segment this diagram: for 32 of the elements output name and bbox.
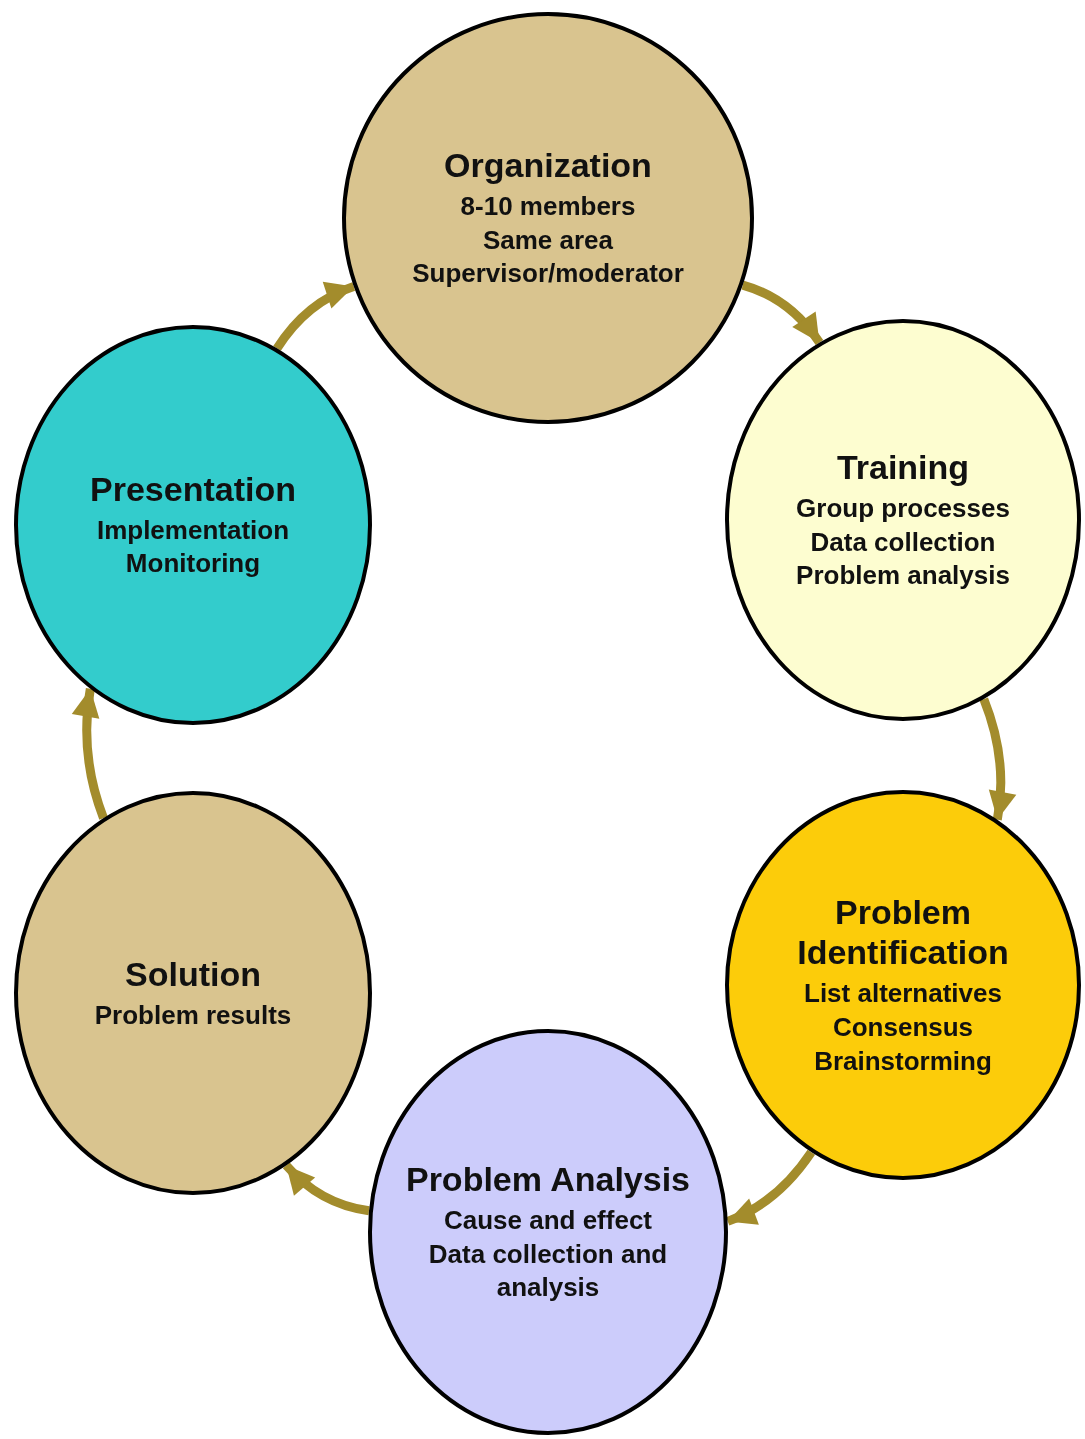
stage-detail: Monitoring: [125, 547, 261, 581]
stage-title: Solution: [125, 953, 261, 995]
stage-circle: [14, 791, 372, 1195]
stage-detail: Data collection and analysis: [427, 1237, 669, 1305]
stage-detail: Problem analysis: [796, 559, 1010, 593]
arrow: [72, 688, 108, 820]
stage-title: Problem Identification: [796, 891, 1010, 974]
stage-circle: [368, 1029, 728, 1435]
stage-circle: [14, 325, 372, 725]
arrow: [273, 282, 356, 351]
stage-detail: Brainstorming: [814, 1044, 992, 1078]
arrow: [979, 697, 1016, 821]
stage-detail: Implementation: [96, 513, 290, 547]
stage-title: Problem Analysis: [405, 1158, 691, 1200]
stage-detail: Problem results: [94, 998, 292, 1032]
stage-detail: Group processes: [796, 491, 1010, 525]
stage-title: Presentation: [90, 468, 296, 510]
stage-detail: Supervisor/moderator: [412, 257, 684, 291]
stage-detail: Same area: [482, 223, 614, 257]
stage-title: Training: [836, 446, 970, 488]
arrow: [282, 1162, 370, 1216]
stage-circle: [725, 319, 1081, 721]
stage-detail: Data collection: [810, 525, 996, 559]
stage-circle: [725, 790, 1081, 1180]
stage-title: Organization: [444, 144, 652, 186]
stage-detail: 8-10 members: [460, 189, 636, 223]
stage-detail: Cause and effect: [443, 1203, 653, 1237]
stage-circle: [342, 12, 754, 424]
stage-detail: Consensus: [832, 1010, 974, 1044]
stage-detail: List alternatives: [804, 977, 1002, 1011]
arrow: [741, 280, 824, 346]
arrow: [726, 1149, 815, 1226]
